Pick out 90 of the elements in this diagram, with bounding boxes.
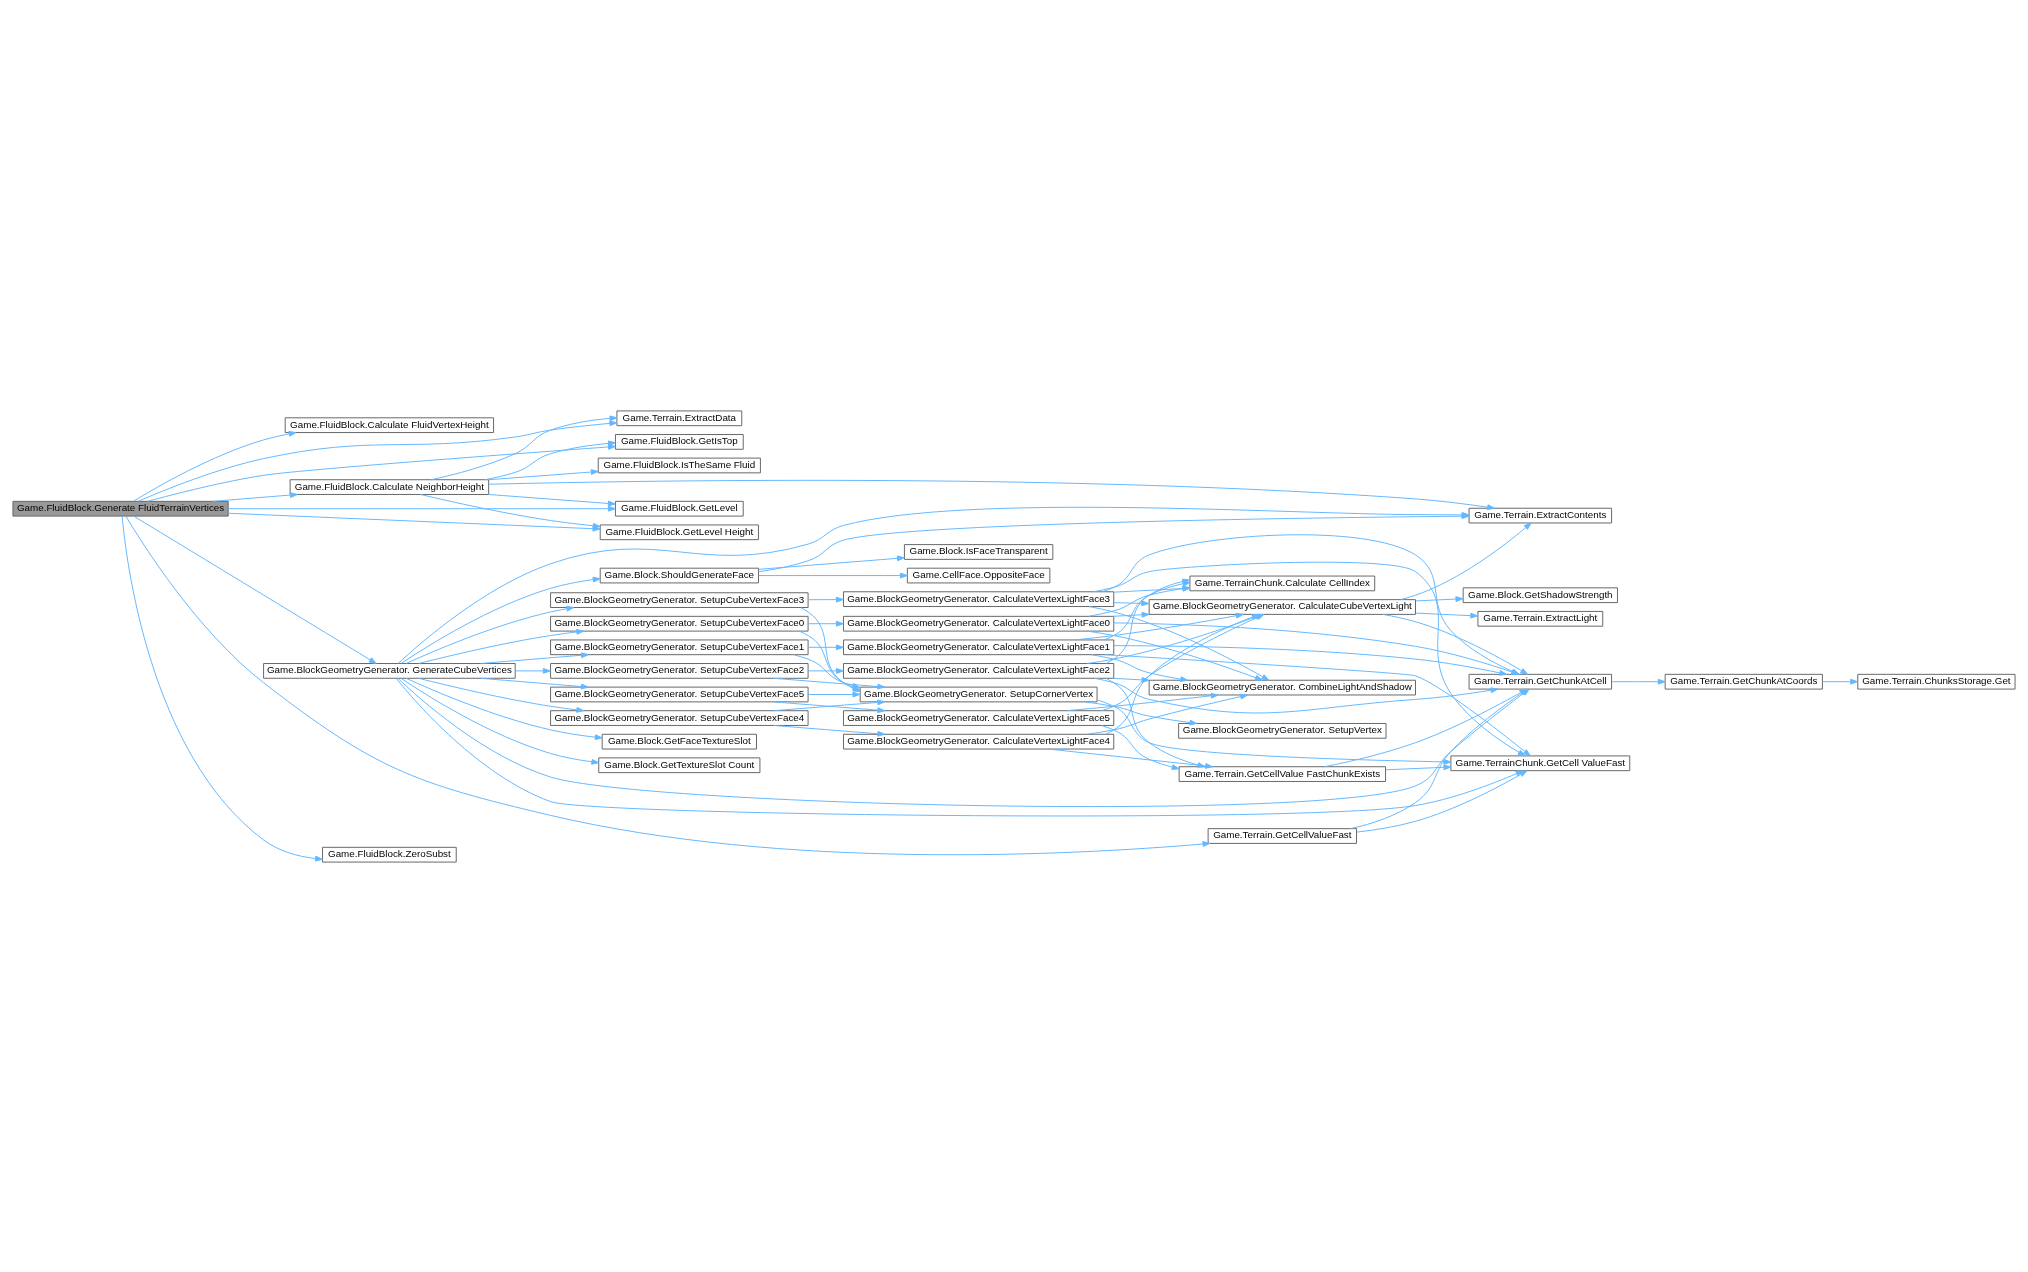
- arrow: [147, 443, 616, 502]
- arrow: [133, 515, 377, 664]
- arrow: [488, 468, 599, 480]
- node-box: Game.Terrain.ExtractContents: [1468, 507, 1613, 523]
- arrow: [227, 505, 616, 512]
- arrow: [758, 554, 905, 570]
- node-box: Game.BlockGeometryGenerator. SetupCubeVertexFace1: [550, 638, 809, 655]
- node-box: Game.FluidBlock.IsTheSame Fluid: [597, 457, 761, 473]
- arrow: [1415, 595, 1464, 602]
- node-box: Game.BlockGeometryGenerator. SetupCubeVertexFace2: [550, 662, 809, 679]
- arrow: [405, 677, 603, 740]
- node-box: Game.Terrain.ChunksStorage.Get: [1857, 673, 2016, 690]
- node-box: Game.CellFace.OppositeFace: [906, 567, 1051, 583]
- arrow: [1113, 600, 1150, 606]
- arrow: [488, 479, 1495, 510]
- node-box: Game.FluidBlock.ZeroSubst: [322, 846, 457, 863]
- node-box: Game.BlockGeometryGenerator. CalculateCubeVertexLight: [1148, 598, 1416, 615]
- arrow: [133, 430, 297, 502]
- node-box: Game.FluidBlock.Generate FluidTerrainVertices: [12, 500, 229, 517]
- node-box: Game.BlockGeometryGenerator. CalculateVertexLightFace5: [843, 709, 1115, 726]
- node-box: Game.BlockGeometryGenerator. CalculateVertexLightFace0: [843, 615, 1115, 632]
- arrow: [1074, 612, 1244, 640]
- arrow: [1113, 644, 1508, 676]
- node-box: Game.Block.GetTextureSlot Count: [598, 756, 761, 773]
- arrow: [400, 576, 601, 664]
- arrow: [418, 628, 585, 664]
- arrow: [1611, 678, 1666, 685]
- node-box: Game.Block.IsFaceTransparent: [903, 543, 1054, 560]
- arrow: [480, 677, 589, 689]
- node-box: Game.BlockGeometryGenerator. CalculateVertexLightFace1: [843, 638, 1115, 655]
- arrow: [807, 643, 844, 650]
- node-box: Game.BlockGeometryGenerator. GenerateCubeVertices: [263, 662, 516, 679]
- arrow: [1088, 585, 1191, 617]
- arrow: [1112, 611, 1150, 618]
- node-box: Game.TerrainChunk.Calculate CellIndex: [1189, 575, 1376, 591]
- arrow: [1047, 748, 1213, 769]
- node-box: Game.TerrainChunk.GetCell ValueFast: [1450, 754, 1631, 771]
- arrow: [1096, 698, 1452, 765]
- arrow: [1084, 700, 1198, 725]
- arrow: [484, 440, 616, 480]
- node-box: Game.Terrain.GetCellValueFast: [1207, 827, 1357, 844]
- node-box: Game.Block.ShouldGenerateFace: [599, 567, 759, 583]
- node-box: Game.Terrain.GetCellValue FastChunkExists: [1178, 765, 1386, 782]
- arrow: [1113, 585, 1191, 593]
- node-box: Game.FluidBlock.GetIsTop: [614, 433, 744, 450]
- node-box: Game.Block.GetShadowStrength: [1462, 586, 1618, 603]
- node-box: Game.BlockGeometryGenerator. SetupCubeVertexFace0: [550, 615, 809, 632]
- node-box: Game.Terrain.GetChunkAtCell: [1468, 673, 1613, 690]
- arrow: [1101, 724, 1180, 770]
- arrow: [773, 724, 886, 737]
- arrow: [1415, 612, 1479, 619]
- arrow: [420, 493, 601, 529]
- node-box: Game.FluidBlock.Calculate FluidVertexHeight: [284, 416, 495, 433]
- arrow: [1385, 763, 1452, 770]
- arrow: [488, 493, 616, 506]
- node-box: Game.BlockGeometryGenerator. SetupVertex: [1178, 722, 1387, 739]
- node-box: Game.BlockGeometryGenerator. CombineLightAndShadow: [1148, 679, 1416, 695]
- node-box: Game.FluidBlock.GetLevel: [614, 500, 744, 517]
- arrow: [212, 491, 298, 502]
- node-box: Game.FluidBlock.Calculate NeighborHeight: [289, 478, 490, 495]
- arrow: [758, 572, 908, 578]
- arrow: [137, 419, 618, 502]
- arrow: [807, 596, 844, 602]
- arrow: [807, 620, 844, 627]
- node-box: Game.BlockGeometryGenerator. CalculateVertexLightFace2: [843, 662, 1115, 679]
- node-box: Game.BlockGeometryGenerator. SetupCubeVertexFace5: [550, 686, 809, 702]
- node-box: Game.Block.GetFaceTextureSlot: [601, 733, 757, 750]
- arrow: [1086, 693, 1248, 735]
- arrow: [405, 605, 575, 664]
- arrow: [1066, 692, 1219, 711]
- node-box: Game.BlockGeometryGenerator. SetupCubeVertexFace4: [550, 709, 809, 726]
- arrow: [125, 515, 1211, 855]
- node-box: Game.Terrain.ExtractLight: [1477, 610, 1604, 627]
- arrow: [807, 691, 861, 697]
- node-box: Game.BlockGeometryGenerator. CalculateVertexLightFace4: [843, 733, 1115, 750]
- arrow: [400, 677, 600, 765]
- arrow: [480, 651, 589, 664]
- node-box: Game.Terrain.ExtractData: [616, 409, 743, 426]
- node-box: Game.BlockGeometryGenerator. SetupCubeVertexFace3: [550, 591, 809, 608]
- arrow: [121, 515, 323, 861]
- arrow: [514, 667, 551, 674]
- arrow: [418, 677, 585, 713]
- arrow: [1822, 678, 1859, 685]
- node-box: Game.BlockGeometryGenerator. CalculateVertexLightFace3: [843, 590, 1115, 607]
- arrow: [807, 667, 844, 674]
- node-box: Game.Terrain.GetChunkAtCoords: [1664, 673, 1823, 690]
- node-box: Game.FluidBlock.GetLevel Height: [599, 523, 759, 540]
- arrow: [1400, 522, 1532, 600]
- node-box: Game.BlockGeometryGenerator. SetupCornerVertex: [859, 686, 1098, 702]
- arrow: [430, 414, 618, 480]
